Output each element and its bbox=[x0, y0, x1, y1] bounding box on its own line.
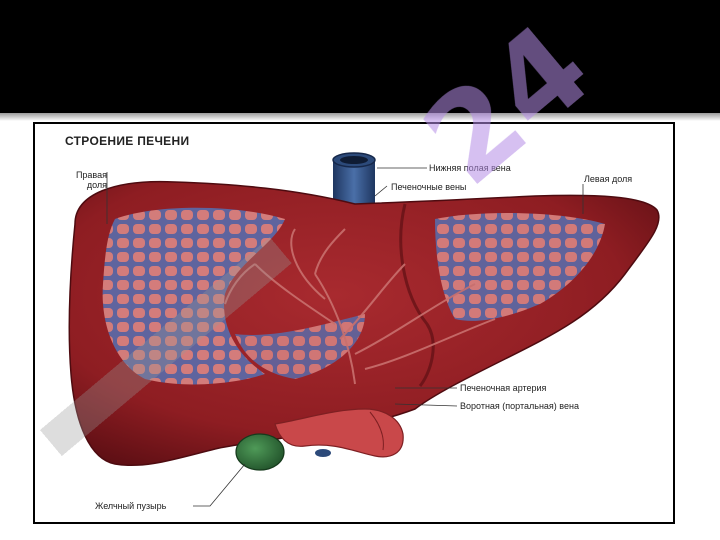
label-left-lobe: Левая доля bbox=[584, 174, 633, 184]
leader-gallbladder bbox=[193, 463, 246, 507]
falciform-ligament bbox=[399, 203, 435, 387]
label-gallbladder: Желчный пузырь bbox=[95, 501, 167, 511]
right-lobe-lobules-lower bbox=[235, 314, 365, 379]
label-right-lobe-line1: Правая bbox=[75, 170, 107, 180]
hepatic-vessel-tree bbox=[224, 228, 496, 385]
diagram-title: СТРОЕНИЕ ПЕЧЕНИ bbox=[65, 134, 190, 148]
leader-hepatic-veins bbox=[374, 185, 388, 197]
label-inferior-vena-cava: Нижняя полая вена bbox=[429, 163, 511, 173]
portal-vein bbox=[274, 408, 404, 458]
left-lobe-lobules bbox=[435, 212, 605, 321]
label-right-lobe-line2: доля bbox=[86, 180, 107, 190]
gallbladder bbox=[235, 433, 285, 471]
label-portal-vein: Воротная (портальная) вена bbox=[460, 401, 579, 411]
liver-illustration bbox=[68, 152, 660, 507]
header-bar bbox=[0, 0, 720, 113]
liver-diagram-frame: СТРОЕНИЕ ПЕЧЕНИ Правая доля Левая доля Н… bbox=[33, 122, 675, 524]
header-shadow bbox=[0, 113, 720, 121]
label-right-lobe: Правая доля bbox=[69, 170, 107, 190]
right-lobe-lobules bbox=[102, 207, 285, 385]
label-hepatic-artery: Печеночная артерия bbox=[460, 383, 547, 393]
label-hepatic-veins: Печеночные вены bbox=[391, 182, 467, 192]
leader-portal-vein bbox=[394, 403, 458, 407]
